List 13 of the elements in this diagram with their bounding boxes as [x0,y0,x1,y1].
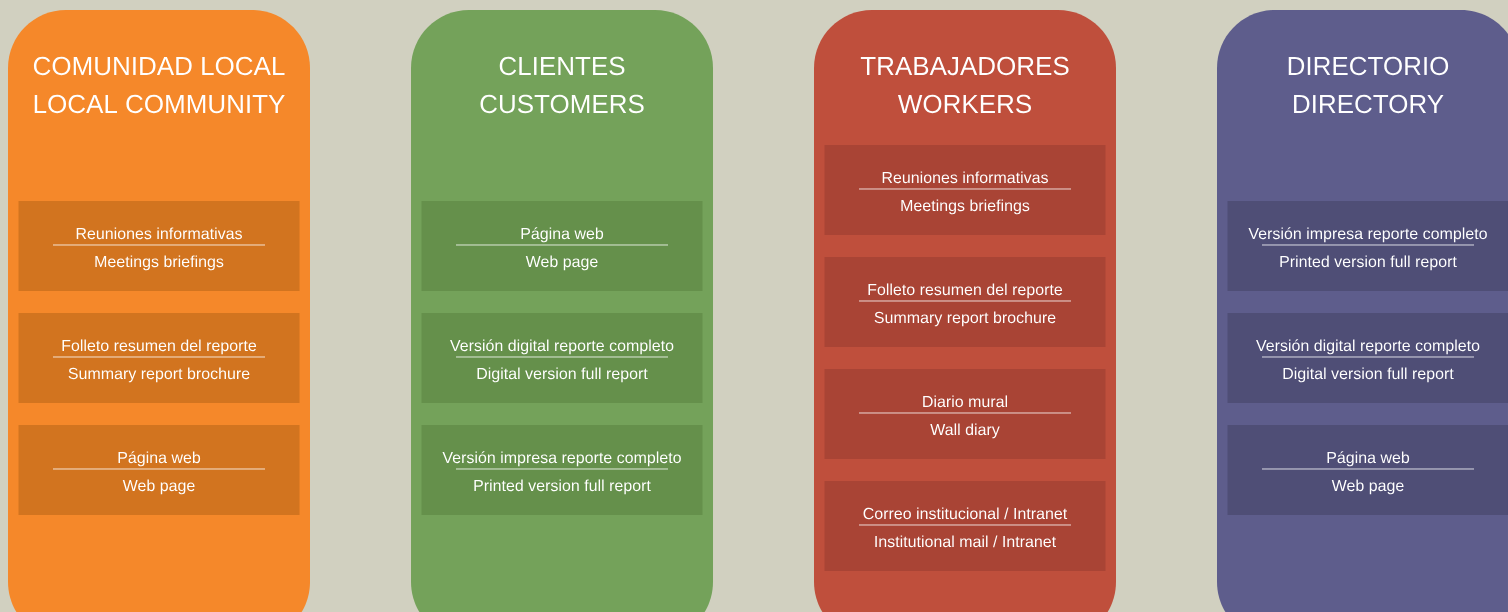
channel-box: Correo institucional / Intranet Institutional mail / Intranet [824,481,1106,571]
channel-box: Página web Web page [1227,425,1508,515]
channel-box: Página web Web page [18,425,300,515]
channel-box: Versión digital reporte completo Digital version full report [421,313,703,403]
channel-box: Página web Web page [421,201,703,291]
channel-box: Folleto resumen del reporte Summary report brochure [824,257,1106,347]
channel-box: Folleto resumen del reporte Summary report brochure [18,313,300,403]
channel-box: Versión digital reporte completo Digital version full report [1227,313,1508,403]
channel-box: Diario mural Wall diary [824,369,1106,459]
channel-box: Reuniones informativas Meetings briefings [18,201,300,291]
channel-box: Versión impresa reporte completo Printed version full report [421,425,703,515]
channel-box: Versión impresa reporte completo Printed version full report [1227,201,1508,291]
channel-box: Reuniones informativas Meetings briefings [824,145,1106,235]
